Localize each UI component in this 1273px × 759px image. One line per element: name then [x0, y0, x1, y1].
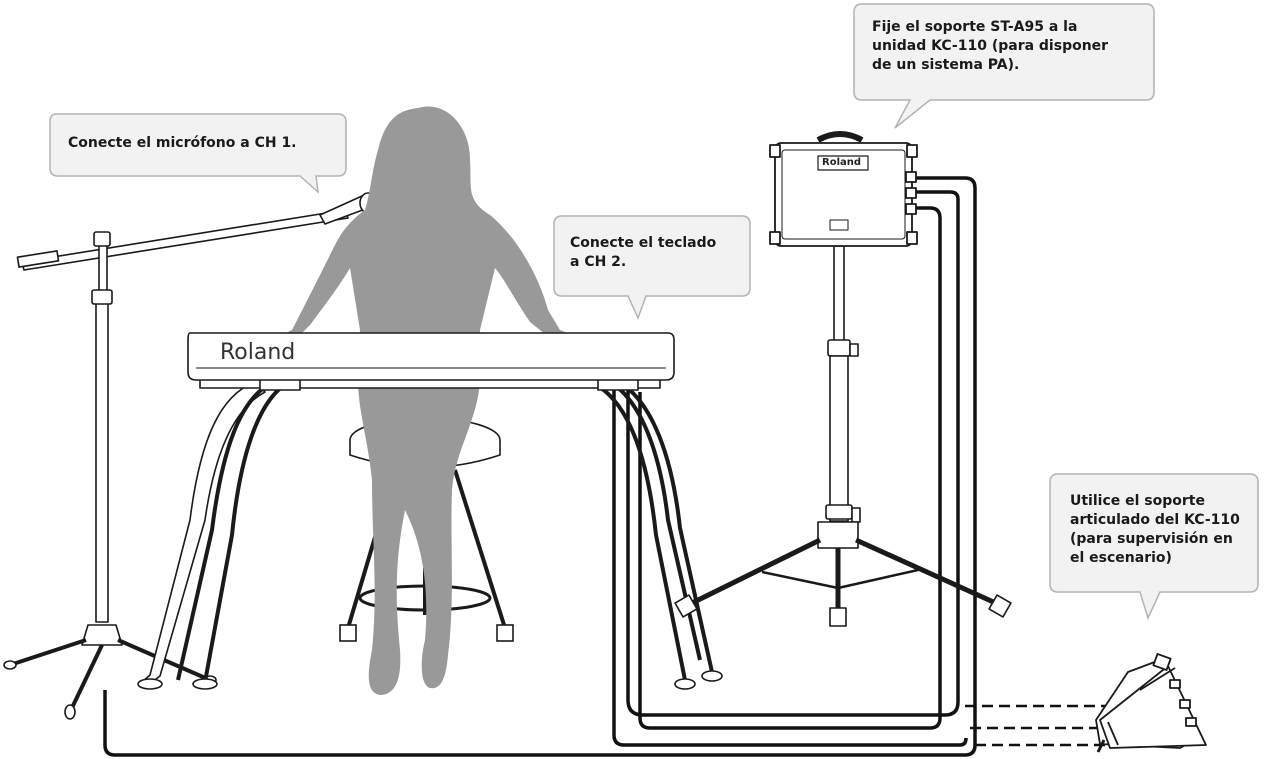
performer-silhouette — [276, 106, 575, 696]
cable-amp-out-b — [638, 206, 942, 730]
callout-bubble-mic — [49, 113, 347, 194]
callout-text-stand: Fije el soporte ST-A95 a la unidad KC-11… — [872, 19, 1109, 73]
keyboard-stand — [137, 332, 723, 690]
callout-text-mic: Conecte el micrófono a CH 1. — [68, 135, 297, 151]
cable-keyboard-to-amp — [626, 190, 960, 717]
amplifier-tilted-monitor — [1095, 653, 1207, 753]
callout-text-keyboard: Conecte el teclado a CH 2. — [570, 235, 717, 270]
keyboard-brand-logo: Roland — [220, 340, 296, 365]
callout-text-tilt: Utilice el soporte articulado del KC-110… — [1070, 493, 1240, 566]
cable-amp-out-a — [612, 385, 968, 747]
speaker-stand-st-a95 — [674, 245, 1012, 627]
dashed-link-lines — [965, 704, 1112, 747]
callout-bubble-tilt — [1049, 473, 1259, 621]
callout-bubble-stand — [853, 3, 1155, 129]
mic-stand — [3, 192, 377, 720]
cable-mic-to-amp — [103, 176, 977, 757]
amp-brand-logo: Roland — [822, 157, 862, 168]
amp-cables — [103, 176, 977, 757]
amplifier-kc110 — [769, 131, 918, 247]
callout-bubble-keyboard — [553, 215, 751, 320]
